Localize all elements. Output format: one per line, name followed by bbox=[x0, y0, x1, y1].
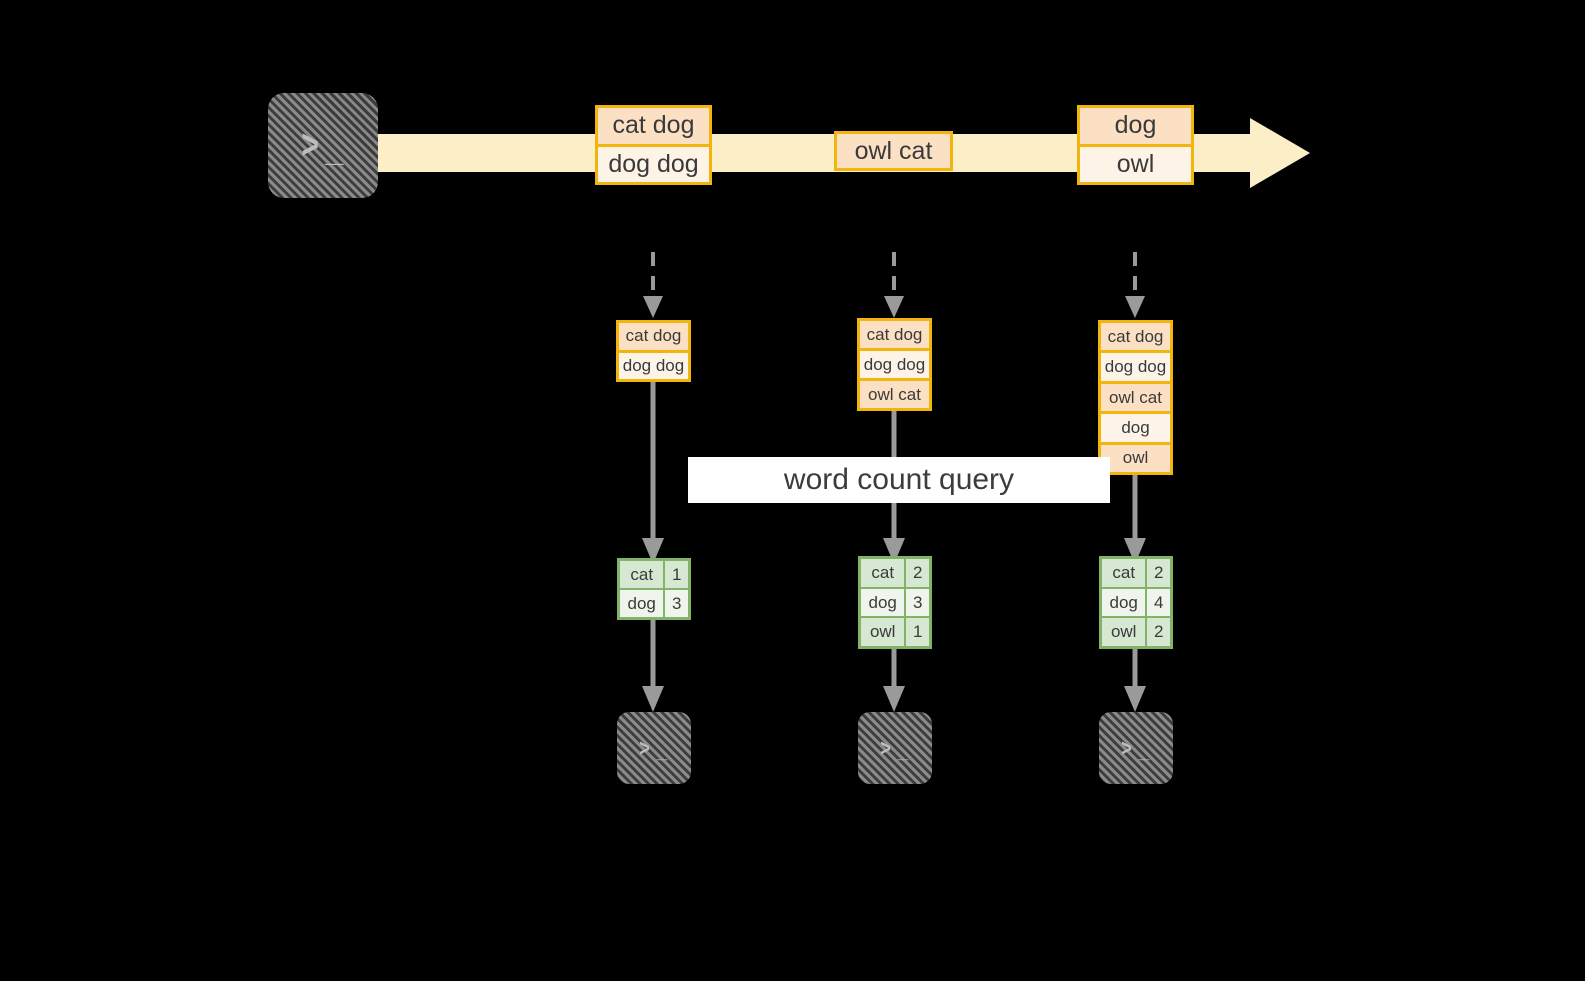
snapshot-2-input-row-3: owl cat bbox=[860, 378, 929, 408]
table-row: dog 3 bbox=[620, 588, 688, 617]
sink-terminal-1-icon[interactable]: >_ bbox=[617, 712, 691, 784]
query-label-band: word count query bbox=[688, 457, 1110, 503]
result-word: owl bbox=[861, 618, 905, 647]
prompt-chevron-icon: > bbox=[639, 734, 652, 762]
snapshot-2-input-row-2: dog dog bbox=[860, 348, 929, 378]
result-count: 1 bbox=[904, 618, 929, 647]
snapshot-2-input-stack[interactable]: cat dog dog dog owl cat bbox=[857, 318, 932, 411]
prompt-cursor-icon: _ bbox=[324, 135, 346, 169]
snapshot-3-input-row-4: dog bbox=[1101, 411, 1170, 442]
timeline-event-3-row-2: owl bbox=[1080, 143, 1191, 182]
result-word: owl bbox=[1102, 618, 1146, 647]
table-row: dog 3 bbox=[861, 586, 929, 617]
snapshot-2-result-table[interactable]: cat 2 dog 3 owl 1 bbox=[858, 556, 932, 649]
result-word: cat bbox=[1102, 559, 1146, 587]
timeline-event-3-row-1: dog bbox=[1080, 108, 1191, 144]
result-count: 2 bbox=[1145, 559, 1170, 587]
snapshot-1-result-table[interactable]: cat 1 dog 3 bbox=[617, 558, 691, 620]
dashed-arrow-1 bbox=[640, 252, 666, 318]
query-label: word count query bbox=[783, 463, 1015, 496]
prompt-chevron-icon: > bbox=[301, 122, 321, 168]
result-word: cat bbox=[620, 561, 664, 588]
snapshot-3-result-table[interactable]: cat 2 dog 4 owl 2 bbox=[1099, 556, 1173, 649]
snapshot-3-input-row-2: dog dog bbox=[1101, 350, 1170, 381]
table-row: owl 2 bbox=[1102, 616, 1170, 647]
table-row: dog 4 bbox=[1102, 586, 1170, 617]
snapshot-2-input-row-1: cat dog bbox=[860, 321, 929, 348]
prompt-cursor-icon: _ bbox=[1138, 741, 1152, 762]
table-row: cat 2 bbox=[1102, 559, 1170, 587]
timeline-event-1-row-1: cat dog bbox=[598, 108, 709, 144]
result-count: 4 bbox=[1145, 588, 1170, 617]
terminal-prompt-glyphs: >_ bbox=[278, 125, 368, 167]
table-row: cat 1 bbox=[620, 561, 688, 588]
query-arrow-3 bbox=[1123, 475, 1147, 564]
sink-terminal-2-icon[interactable]: >_ bbox=[858, 712, 932, 784]
snapshot-3-input-row-5: owl bbox=[1101, 441, 1170, 473]
terminal-prompt-glyphs: >_ bbox=[1107, 734, 1165, 762]
result-count: 1 bbox=[663, 561, 688, 588]
timeline-event-3[interactable]: dog owl bbox=[1077, 105, 1194, 185]
sink-arrow-1 bbox=[641, 620, 665, 712]
result-count: 2 bbox=[1145, 618, 1170, 647]
source-terminal-icon[interactable]: >_ bbox=[268, 93, 378, 198]
timeline-event-1[interactable]: cat dog dog dog bbox=[595, 105, 712, 185]
timeline-event-2[interactable]: owl cat bbox=[834, 131, 953, 171]
dashed-arrow-2 bbox=[881, 252, 907, 318]
result-word: cat bbox=[861, 559, 905, 587]
result-count: 2 bbox=[904, 559, 929, 587]
terminal-prompt-glyphs: >_ bbox=[866, 734, 924, 762]
result-word: dog bbox=[861, 588, 905, 617]
result-count: 3 bbox=[904, 588, 929, 617]
snapshot-1-input-stack[interactable]: cat dog dog dog bbox=[616, 320, 691, 382]
sink-arrow-3 bbox=[1123, 649, 1147, 712]
prompt-cursor-icon: _ bbox=[897, 741, 911, 762]
snapshot-3-input-row-3: owl cat bbox=[1101, 380, 1170, 412]
table-row: cat 2 bbox=[861, 559, 929, 587]
snapshot-3-input-stack[interactable]: cat dog dog dog owl cat dog owl bbox=[1098, 320, 1173, 475]
dashed-arrow-3 bbox=[1122, 252, 1148, 318]
result-word: dog bbox=[620, 590, 664, 617]
table-row: owl 1 bbox=[861, 616, 929, 647]
snapshot-3-input-row-1: cat dog bbox=[1101, 323, 1170, 351]
result-count: 3 bbox=[663, 590, 688, 617]
terminal-prompt-glyphs: >_ bbox=[625, 734, 683, 762]
snapshot-1-input-row-1: cat dog bbox=[619, 323, 688, 350]
sink-arrow-2 bbox=[882, 649, 906, 712]
sink-terminal-3-icon[interactable]: >_ bbox=[1099, 712, 1173, 784]
timeline-event-1-row-2: dog dog bbox=[598, 143, 709, 182]
timeline-event-2-row-1: owl cat bbox=[837, 134, 950, 168]
prompt-chevron-icon: > bbox=[880, 734, 893, 762]
snapshot-1-input-row-2: dog dog bbox=[619, 349, 688, 379]
prompt-cursor-icon: _ bbox=[656, 741, 670, 762]
prompt-chevron-icon: > bbox=[1121, 734, 1134, 762]
result-word: dog bbox=[1102, 588, 1146, 617]
query-arrow-1 bbox=[641, 382, 665, 564]
